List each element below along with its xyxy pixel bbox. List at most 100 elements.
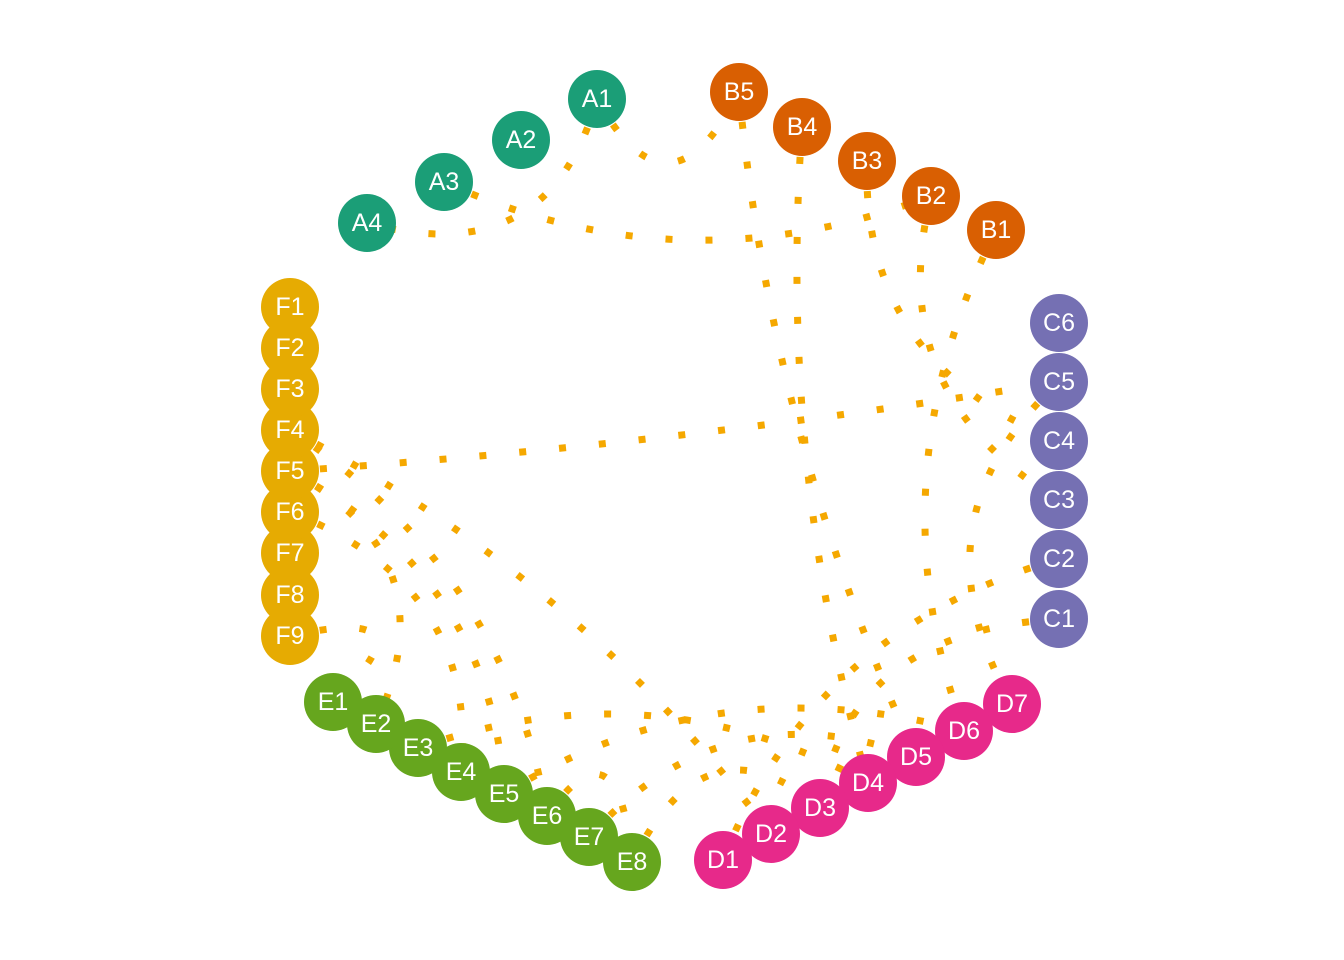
- node-F9: F9: [261, 607, 319, 665]
- node-circle: [492, 111, 550, 169]
- node-F7: F7: [261, 524, 319, 582]
- node-circle: [568, 70, 626, 128]
- node-circle: [347, 695, 405, 753]
- node-label: C6: [1043, 309, 1075, 337]
- node-label: B3: [852, 147, 883, 175]
- node-label: E4: [446, 758, 477, 786]
- node-D2: D2: [742, 805, 800, 863]
- node-label: E3: [403, 734, 434, 762]
- edge-F9-E1: [289, 624, 380, 705]
- node-label: E1: [318, 688, 349, 716]
- edge-A3-B2: [442, 178, 933, 244]
- node-label: E7: [574, 823, 605, 851]
- node-E2: E2: [347, 695, 405, 753]
- edge-B3-C4: [863, 160, 1061, 445]
- node-E3: E3: [389, 719, 447, 777]
- node-layer: A1A2A3A4B5B4B3B2B1C6C5C4C3C2C1D7D6D5D4D3…: [261, 63, 1088, 891]
- node-C5: C5: [1030, 353, 1088, 411]
- node-circle: [935, 702, 993, 760]
- node-circle: [261, 401, 319, 459]
- node-C1: C1: [1030, 590, 1088, 648]
- node-F8: F8: [261, 566, 319, 624]
- node-label: D6: [948, 717, 980, 745]
- node-label: E6: [532, 802, 563, 830]
- node-label: C2: [1043, 545, 1075, 573]
- node-circle: [983, 675, 1041, 733]
- node-D5: D5: [887, 728, 945, 786]
- node-E5: E5: [475, 765, 533, 823]
- node-circle: [773, 98, 831, 156]
- node-label: F8: [275, 581, 304, 609]
- node-label: C3: [1043, 486, 1075, 514]
- node-F3: F3: [261, 360, 319, 418]
- node-E6: E6: [518, 787, 576, 845]
- node-circle: [902, 167, 960, 225]
- node-circle: [261, 319, 319, 377]
- node-circle: [694, 831, 752, 889]
- node-circle: [261, 607, 319, 665]
- edge-A1-B5: [593, 90, 743, 167]
- node-label: C5: [1043, 368, 1075, 396]
- edge-layer: [288, 90, 1062, 864]
- node-B4: B4: [773, 98, 831, 156]
- node-F6: F6: [261, 483, 319, 541]
- node-circle: [338, 194, 396, 252]
- node-A4: A4: [338, 194, 396, 252]
- node-D6: D6: [935, 702, 993, 760]
- node-label: F9: [275, 622, 304, 650]
- node-circle: [1030, 412, 1088, 470]
- edge-E5-D6: [502, 704, 965, 797]
- node-label: D5: [900, 743, 932, 771]
- node-label: E8: [617, 848, 648, 876]
- edge-B5-D5: [735, 91, 920, 759]
- node-circle: [432, 743, 490, 801]
- node-circle: [261, 524, 319, 582]
- node-B2: B2: [902, 167, 960, 225]
- node-label: B5: [724, 78, 755, 106]
- node-circle: [742, 805, 800, 863]
- node-circle: [518, 787, 576, 845]
- node-circle: [261, 566, 319, 624]
- node-F4: F4: [261, 401, 319, 459]
- node-F1: F1: [261, 278, 319, 336]
- edge-C2-D1: [719, 555, 1060, 862]
- node-label: C1: [1043, 605, 1075, 633]
- node-label: A2: [506, 126, 537, 154]
- node-circle: [839, 754, 897, 812]
- node-F2: F2: [261, 319, 319, 377]
- edge-F5-C5: [289, 378, 1060, 475]
- edge-B1-D6: [921, 228, 1000, 733]
- node-label: B1: [981, 216, 1012, 244]
- node-circle: [475, 765, 533, 823]
- node-label: F5: [275, 457, 304, 485]
- node-label: C4: [1043, 427, 1075, 455]
- node-F5: F5: [261, 442, 319, 500]
- node-label: A3: [429, 168, 460, 196]
- node-label: B4: [787, 113, 818, 141]
- node-A1: A1: [568, 70, 626, 128]
- node-circle: [389, 719, 447, 777]
- node-circle: [1030, 471, 1088, 529]
- node-label: F4: [275, 416, 304, 444]
- edge-B4-D4: [793, 126, 872, 784]
- node-label: F7: [275, 539, 304, 567]
- node-B1: B1: [967, 201, 1025, 259]
- node-E8: E8: [603, 833, 661, 891]
- node-label: F2: [275, 334, 304, 362]
- node-A2: A2: [492, 111, 550, 169]
- node-circle: [887, 728, 945, 786]
- node-C2: C2: [1030, 530, 1088, 588]
- node-circle: [603, 833, 661, 891]
- node-circle: [1030, 353, 1088, 411]
- node-label: E5: [489, 780, 520, 808]
- node-circle: [261, 360, 319, 418]
- node-circle: [1030, 530, 1088, 588]
- node-label: D4: [852, 769, 884, 797]
- edge-E3-D4: [416, 710, 870, 787]
- edge-F5-E5: [288, 467, 508, 795]
- node-A3: A3: [415, 153, 473, 211]
- edge-A1-A4: [366, 98, 601, 238]
- node-C4: C4: [1030, 412, 1088, 470]
- node-label: A1: [582, 85, 613, 113]
